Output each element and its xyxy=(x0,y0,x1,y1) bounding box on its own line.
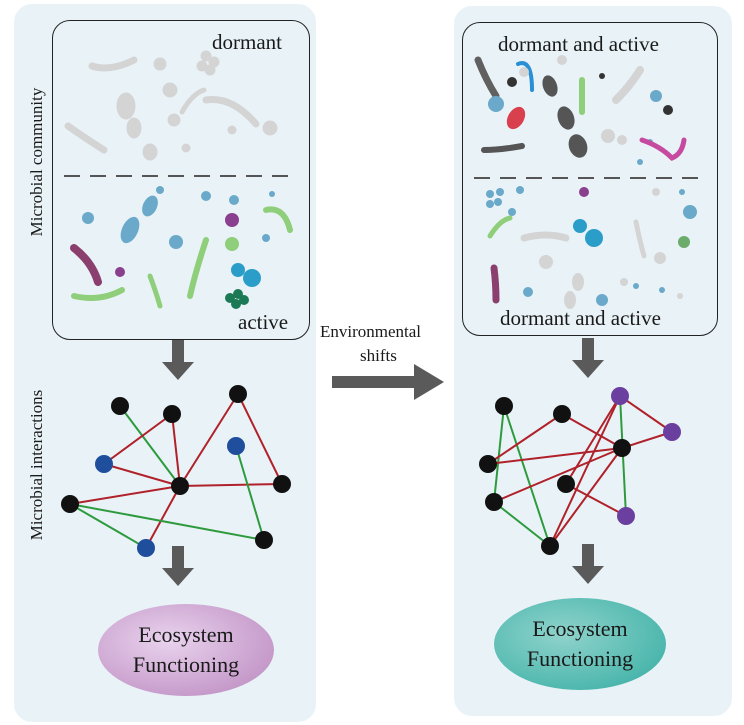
right-bottom-cells xyxy=(486,186,697,309)
environmental-label-line2: shifts xyxy=(360,346,397,365)
environmental-shift-arrow xyxy=(332,364,444,400)
left-dormant-label: dormant xyxy=(212,30,282,54)
down-arrow-right-top xyxy=(572,338,604,378)
down-arrow-left-top xyxy=(162,340,194,380)
left-network-edges xyxy=(69,393,283,549)
eco-left-line2: Functioning xyxy=(132,652,240,677)
left-network-nodes xyxy=(61,385,291,557)
down-arrows xyxy=(162,338,604,586)
right-bottom-label: dormant and active xyxy=(500,306,661,330)
right-network-nodes xyxy=(479,387,681,555)
microbial-interactions-label: Microbial interactions xyxy=(27,389,46,541)
ecosystem-functioning-right: Ecosystem Functioning xyxy=(494,598,666,690)
ecosystem-functioning-left: Ecosystem Functioning xyxy=(98,604,274,696)
left-community-box xyxy=(52,20,310,340)
environmental-label-line1: Environmental xyxy=(320,322,422,341)
eco-right-line2: Functioning xyxy=(526,646,634,671)
microbial-community-label: Microbial community xyxy=(27,87,46,237)
right-network-edges xyxy=(487,395,673,547)
down-arrow-left-bottom xyxy=(162,546,194,586)
down-arrow-right-bottom xyxy=(572,544,604,584)
left-active-label: active xyxy=(238,310,289,334)
eco-left-line1: Ecosystem xyxy=(138,622,234,647)
left-active-cells xyxy=(70,186,293,309)
left-dormant-cells xyxy=(64,50,278,161)
right-top-label: dormant and active xyxy=(498,32,659,56)
eco-right-line1: Ecosystem xyxy=(532,616,628,641)
right-top-cells xyxy=(474,55,687,165)
